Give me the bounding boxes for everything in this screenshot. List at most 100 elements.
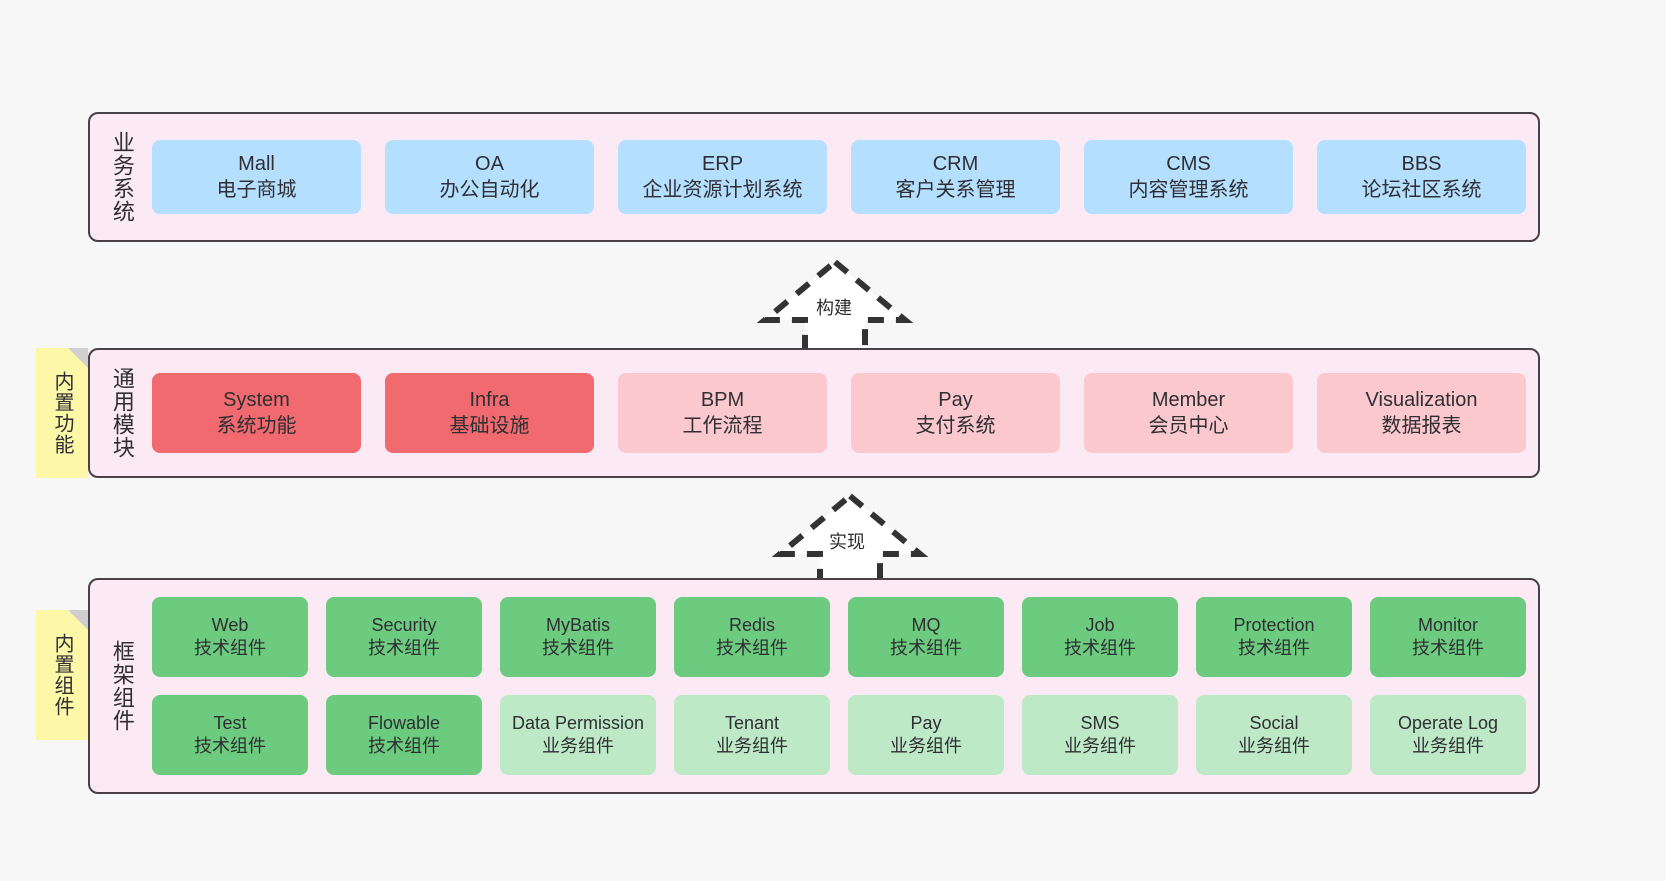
card-redis[interactable]: Redis 技术组件 <box>674 597 830 677</box>
generalization-arrow-shape <box>756 258 914 355</box>
card-title-cn: 业务组件 <box>890 736 962 756</box>
card-title-cn: 论坛社区系统 <box>1361 179 1482 201</box>
card-title-cn: 内容管理系统 <box>1128 179 1249 201</box>
card-title-en: Protection <box>1233 614 1315 635</box>
arrow-build: 构建 <box>756 258 914 355</box>
layer-common-module-title: 通用模块 <box>109 367 135 459</box>
card-bpm[interactable]: BPM 工作流程 <box>618 373 827 453</box>
card-title-cn: 业务组件 <box>1238 736 1310 756</box>
card-title-cn: 业务组件 <box>542 736 614 756</box>
card-infra[interactable]: Infra 基础设施 <box>385 373 594 453</box>
card-title-cn: 数据报表 <box>1381 415 1462 437</box>
arrow-realize: 实现 <box>771 492 929 589</box>
card-title-cn: 技术组件 <box>716 638 788 658</box>
card-pay-module[interactable]: Pay 支付系统 <box>851 373 1060 453</box>
arrow-build-label: 构建 <box>816 298 852 318</box>
card-data-permission[interactable]: Data Permission 业务组件 <box>500 695 656 775</box>
card-row: System 系统功能 Infra 基础设施 BPM 工作流程 Pay 支付系统… <box>152 373 1526 453</box>
card-row: Mall 电子商城 OA 办公自动化 ERP 企业资源计划系统 CRM 客户关系… <box>152 140 1526 214</box>
card-title-en: CRM <box>932 153 979 175</box>
layer-framework-component: 框架组件 Web 技术组件 Security 技术组件 MyBatis 技术组件… <box>88 578 1540 794</box>
card-title-en: CMS <box>1166 153 1211 175</box>
card-tenant[interactable]: Tenant 业务组件 <box>674 695 830 775</box>
card-title-en: Mall <box>238 153 275 175</box>
layer-business-system-body: Mall 电子商城 OA 办公自动化 ERP 企业资源计划系统 CRM 客户关系… <box>142 124 1526 230</box>
card-title-cn: 基础设施 <box>449 415 530 437</box>
card-title-cn: 技术组件 <box>368 736 440 756</box>
card-visualization[interactable]: Visualization 数据报表 <box>1317 373 1526 453</box>
card-title-cn: 会员中心 <box>1148 415 1229 437</box>
card-title-en: Job <box>1085 614 1115 635</box>
card-title-en: Test <box>213 712 247 733</box>
card-row: Test 技术组件 Flowable 技术组件 Data Permission … <box>152 695 1526 775</box>
card-title-en: Infra <box>469 389 510 411</box>
card-title-en: MyBatis <box>545 614 610 635</box>
card-protection[interactable]: Protection 技术组件 <box>1196 597 1352 677</box>
card-title-en: System <box>223 389 290 411</box>
card-title-en: BPM <box>700 389 745 411</box>
card-title-en: Pay <box>938 389 973 411</box>
card-crm[interactable]: CRM 客户关系管理 <box>851 140 1060 214</box>
card-operate-log[interactable]: Operate Log 业务组件 <box>1370 695 1526 775</box>
card-title-en: ERP <box>701 153 744 175</box>
card-title-cn: 系统功能 <box>216 415 297 437</box>
card-title-en: Data Permission <box>511 712 645 733</box>
card-title-en: Web <box>211 614 249 635</box>
card-title-en: Monitor <box>1417 614 1479 635</box>
card-title-cn: 技术组件 <box>368 638 440 658</box>
card-flowable[interactable]: Flowable 技术组件 <box>326 695 482 775</box>
card-member[interactable]: Member 会员中心 <box>1084 373 1293 453</box>
card-title-en: Security <box>371 614 437 635</box>
card-bbs[interactable]: BBS 论坛社区系统 <box>1317 140 1526 214</box>
card-system[interactable]: System 系统功能 <box>152 373 361 453</box>
card-title-en: Member <box>1151 389 1226 411</box>
card-title-cn: 技术组件 <box>1238 638 1310 658</box>
note-builtin-component-label: 内置组件 <box>51 633 73 717</box>
card-title-en: Redis <box>728 614 776 635</box>
card-title-cn: 技术组件 <box>1412 638 1484 658</box>
card-title-cn: 支付系统 <box>915 415 996 437</box>
card-title-cn: 技术组件 <box>194 638 266 658</box>
layer-business-system: 业务系统 Mall 电子商城 OA 办公自动化 ERP 企业资源计划系统 CRM… <box>88 112 1540 242</box>
card-web[interactable]: Web 技术组件 <box>152 597 308 677</box>
layer-framework-component-body: Web 技术组件 Security 技术组件 MyBatis 技术组件 Redi… <box>142 590 1526 782</box>
layer-common-module: 通用模块 System 系统功能 Infra 基础设施 BPM 工作流程 Pay… <box>88 348 1540 478</box>
card-title-en: OA <box>475 153 504 175</box>
card-cms[interactable]: CMS 内容管理系统 <box>1084 140 1293 214</box>
card-oa[interactable]: OA 办公自动化 <box>385 140 594 214</box>
card-title-cn: 技术组件 <box>1064 638 1136 658</box>
generalization-arrow-shape <box>771 492 929 589</box>
arrow-realize-label: 实现 <box>829 532 865 552</box>
card-title-cn: 业务组件 <box>1412 736 1484 756</box>
layer-framework-component-title: 框架组件 <box>109 640 135 732</box>
card-title-en: Pay <box>910 712 942 733</box>
card-test[interactable]: Test 技术组件 <box>152 695 308 775</box>
card-title-cn: 电子商城 <box>216 179 297 201</box>
card-title-en: BBS <box>1401 153 1442 175</box>
card-title-cn: 企业资源计划系统 <box>642 179 803 201</box>
card-monitor[interactable]: Monitor 技术组件 <box>1370 597 1526 677</box>
card-mq[interactable]: MQ 技术组件 <box>848 597 1004 677</box>
card-mybatis[interactable]: MyBatis 技术组件 <box>500 597 656 677</box>
card-title-en: Flowable <box>367 712 441 733</box>
note-builtin-function-label: 内置功能 <box>51 371 73 455</box>
card-title-en: Social <box>1249 712 1299 733</box>
card-row: Web 技术组件 Security 技术组件 MyBatis 技术组件 Redi… <box>152 597 1526 677</box>
card-title-cn: 技术组件 <box>890 638 962 658</box>
card-title-cn: 办公自动化 <box>439 179 540 201</box>
card-pay-component[interactable]: Pay 业务组件 <box>848 695 1004 775</box>
note-fold-corner-icon <box>68 348 88 368</box>
card-erp[interactable]: ERP 企业资源计划系统 <box>618 140 827 214</box>
card-mall[interactable]: Mall 电子商城 <box>152 140 361 214</box>
card-job[interactable]: Job 技术组件 <box>1022 597 1178 677</box>
card-security[interactable]: Security 技术组件 <box>326 597 482 677</box>
note-fold-corner-icon <box>68 610 88 630</box>
card-title-en: Tenant <box>724 712 780 733</box>
card-title-cn: 技术组件 <box>542 638 614 658</box>
card-title-cn: 业务组件 <box>1064 736 1136 756</box>
card-sms[interactable]: SMS 业务组件 <box>1022 695 1178 775</box>
card-social[interactable]: Social 业务组件 <box>1196 695 1352 775</box>
card-title-en: Operate Log <box>1397 712 1499 733</box>
card-title-cn: 业务组件 <box>716 736 788 756</box>
